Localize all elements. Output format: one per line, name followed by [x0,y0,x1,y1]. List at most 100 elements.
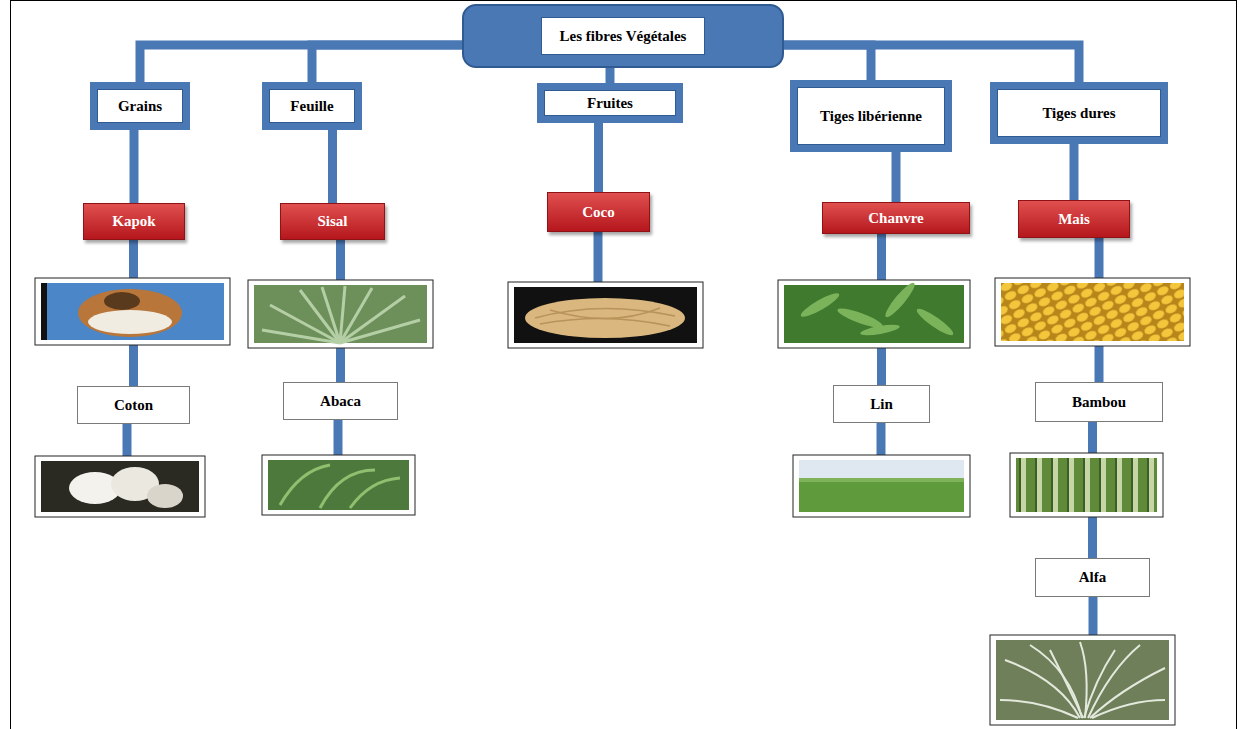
node-label: Grains [118,97,162,116]
chanvre-photo [778,280,970,348]
connector [784,45,1079,82]
photo-detail [104,292,140,310]
photo-detail [1088,645,1140,718]
photo-detail [248,280,433,348]
fibre-box: Coco [547,192,650,232]
coton-photo [35,456,205,517]
node-label: Les fibres Végétales [541,17,706,56]
photo-detail [1084,650,1115,718]
photo-detail [35,456,205,517]
node-label: Tiges dures [1042,104,1115,123]
connector-line [606,68,615,83]
photo-detail [254,285,427,343]
photo-detail [540,318,670,326]
fibre-box: Lin [833,385,930,423]
photo-detail [508,282,703,348]
photo-detail [41,461,199,512]
photo-detail [88,310,172,334]
connector [784,45,871,80]
photo-detail [594,228,603,286]
photo-detail [860,323,901,338]
connector-line [892,152,901,202]
photo-detail [799,478,964,512]
node-label: Bambou [1072,393,1126,412]
photo-detail [1030,645,1082,718]
node-label: Coco [582,203,615,222]
photo-detail [990,635,1175,725]
node-label: Coton [114,396,153,415]
connector-line [140,45,462,82]
photo-detail [1050,650,1083,718]
connector [332,130,333,203]
photo-detail [78,289,182,337]
photo-detail [877,419,886,459]
photo-detail [340,296,405,343]
category-box: Feuille [262,82,362,130]
connector [610,68,611,83]
photo-detail [793,455,970,517]
alfa-photo [990,635,1175,725]
fibre-box: Coton [77,386,190,424]
photo-detail [41,283,224,340]
kapok-photo [35,278,230,345]
connector-stub [127,228,1093,639]
photo-detail [1089,593,1098,639]
photo-detail [784,285,964,343]
connector-line [784,45,1079,82]
connector [140,45,462,82]
category-box: Grains [90,82,190,130]
photo-detail [798,290,841,321]
photo-detail [280,465,330,505]
photo-detail [268,460,409,510]
node-label: Kapok [112,212,155,231]
photo-detail [334,416,343,459]
category-box: Tiges dures [990,82,1168,144]
node-label: Alfa [1079,568,1107,587]
photo-detail [535,308,675,326]
abaca-photo [262,455,415,515]
connector [896,152,897,202]
node-label: Feuille [290,97,333,116]
photo-detail [262,286,420,343]
lin-photo [793,455,970,517]
photo-detail [525,298,685,338]
photo-detail [1000,700,1078,718]
photo-detail [350,478,400,508]
photo-detail [550,308,660,319]
node-label: Lin [870,395,893,414]
photo-detail [882,280,918,320]
fibre-box: Sisal [280,203,385,240]
photo-detail [514,287,697,343]
mais-photo [995,278,1190,346]
coco-photo [508,282,703,348]
node-label: Mais [1058,210,1090,229]
connector-line [784,45,871,80]
photo-detail [799,478,964,482]
connector [1074,144,1075,200]
photo-detail [340,320,420,343]
fibre-box: Kapok [83,203,185,240]
photo-detail [995,278,1190,346]
node-label: Chanvre [868,209,924,228]
photo-detail [1010,453,1163,517]
photo-detail [798,280,955,339]
page-frame [11,1,1237,729]
category-box: Fruites [537,83,683,123]
photo-detail [799,460,964,478]
photo-detail [778,280,970,348]
connector [598,123,599,192]
photo-detail [1001,283,1184,341]
photo-detail [262,455,415,515]
photo-detail [535,308,675,318]
connector [134,130,135,203]
photo-detail [1000,642,1165,718]
photo-detail [300,290,340,343]
node-label: Abaca [320,392,361,411]
bambou-photo [1010,453,1163,517]
photo-detail [996,640,1169,720]
fibre-box: Mais [1018,200,1130,238]
node-label: Tiges libérienne [820,107,922,126]
node-label: Sisal [317,212,347,231]
fibre-box: Abaca [283,382,398,420]
